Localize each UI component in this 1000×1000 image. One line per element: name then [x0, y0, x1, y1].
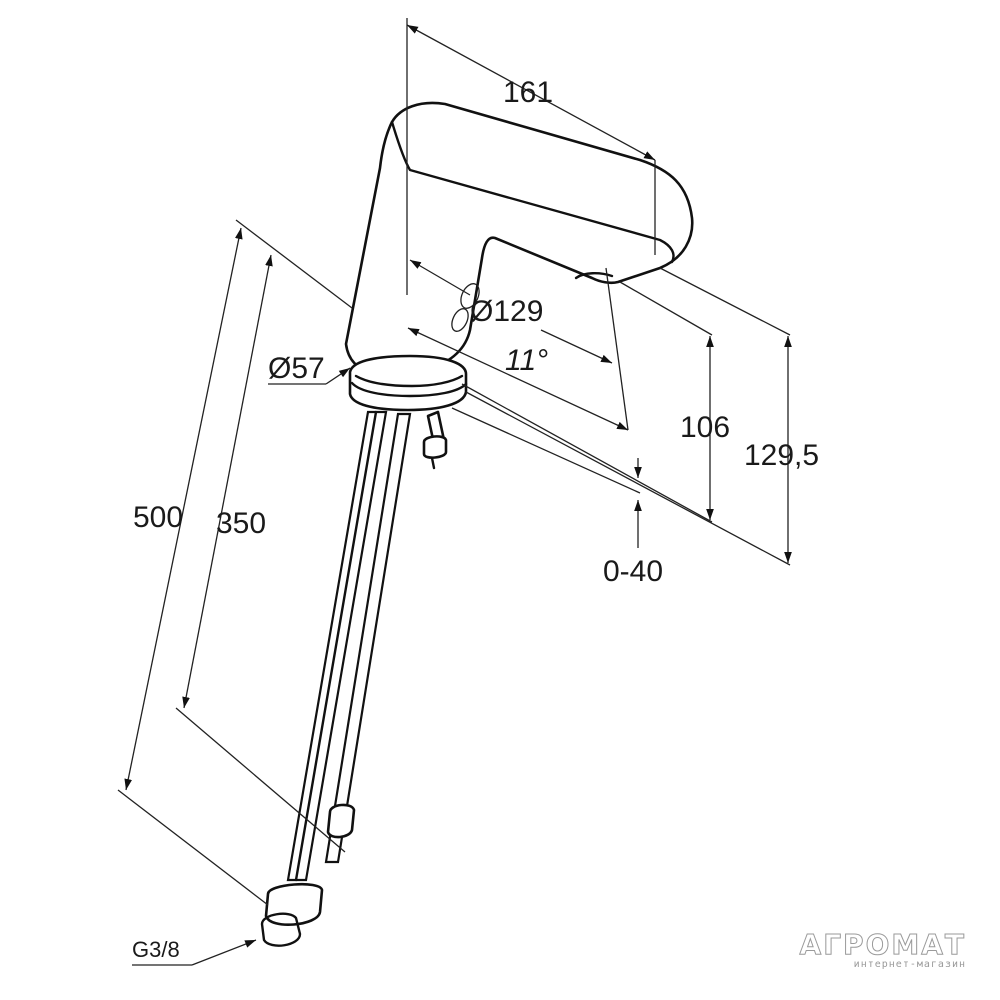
- dimension-label-diameter-57: Ø57: [268, 352, 325, 385]
- dimension-thread-g3-8: G3/8: [132, 937, 257, 966]
- dimension-label-thread-g3-8: G3/8: [132, 937, 180, 962]
- dimension-label-350: 350: [216, 507, 266, 540]
- dimension-label-500: 500: [133, 501, 183, 534]
- dimension-label-diameter-129: Ø129: [470, 295, 543, 328]
- faucet-body: [260, 101, 694, 947]
- dimension-161: 161: [406, 18, 656, 295]
- dimension-diameter-129: Ø129: [409, 259, 543, 332]
- dimension-129-5: 129,5: [465, 267, 819, 566]
- dimension-106: 106: [461, 281, 730, 523]
- dimension-label-161: 161: [503, 76, 553, 109]
- dimension-label-129-5: 129,5: [744, 439, 819, 472]
- watermark-tagline: интернет-магазин: [853, 959, 966, 970]
- dimension-500: 500: [117, 219, 353, 906]
- dimension-label-0-40: 0-40: [603, 555, 663, 588]
- dimension-angle-11: 11°: [407, 267, 629, 431]
- dimension-label-106: 106: [680, 411, 730, 444]
- dimension-350: 350: [175, 254, 346, 853]
- dimension-label-angle-11: 11°: [505, 344, 548, 377]
- watermark-brand: АГРОМАТ: [799, 928, 966, 962]
- watermark: АГРОМАТ интернет-магазин: [799, 928, 966, 971]
- dimension-0-40: 0-40: [451, 407, 663, 588]
- dimension-diameter-57: Ø57: [268, 352, 351, 385]
